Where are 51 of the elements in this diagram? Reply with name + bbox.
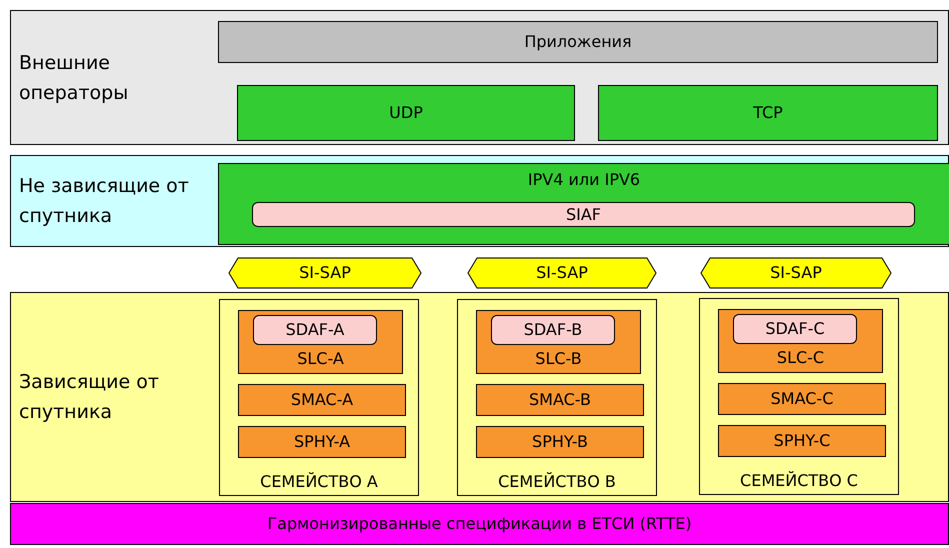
block-label: Гармонизированные спецификации в ЕТСИ (RTTE): [267, 514, 692, 534]
protocol-block: [476, 384, 644, 416]
protocol-block: [476, 310, 641, 374]
block-label: SDAF-A: [286, 320, 344, 340]
family-box: [219, 299, 419, 496]
layer-band: [10, 503, 949, 545]
protocol-block: [237, 85, 575, 141]
family-box: [457, 299, 657, 496]
protocol-block: [238, 426, 406, 458]
block-label: СЕМЕЙСТВО A: [260, 472, 378, 492]
layer-title: Зависящие от спутника: [19, 370, 160, 425]
block-label: SI-SAP: [299, 263, 351, 283]
protocol-block: [733, 314, 857, 344]
block-label: Приложения: [524, 32, 632, 52]
protocol-block: [238, 310, 403, 374]
protocol-block: [218, 21, 938, 63]
layer-band: [10, 10, 949, 145]
protocol-block: [253, 315, 377, 345]
protocol-block: [476, 426, 644, 458]
block-label: SLC-A: [297, 349, 344, 369]
protocol-block: [718, 425, 886, 457]
block-label: SMAC-C: [770, 389, 834, 409]
block-label: IPV4 или IPV6: [528, 170, 640, 190]
protocol-block: [218, 163, 949, 245]
block-label: UDP: [389, 103, 423, 123]
block-label: SPHY-B: [532, 432, 588, 452]
block-label: SMAC-A: [290, 390, 354, 410]
block-label: SPHY-A: [294, 432, 350, 452]
protocol-block: [598, 85, 938, 141]
protocol-block: [491, 315, 615, 345]
block-label: СЕМЕЙСТВО B: [498, 472, 616, 492]
block-label: SLC-B: [535, 349, 582, 369]
layer-title: Внешние операторы: [19, 50, 130, 106]
block-label: SDAF-C: [765, 319, 825, 339]
block-label: SIAF: [566, 204, 602, 224]
block-label: СЕМЕЙСТВО C: [740, 471, 858, 491]
layer-band: [10, 155, 949, 247]
protocol-block: [718, 309, 883, 373]
block-label: SMAC-B: [529, 390, 591, 410]
protocol-block: [252, 202, 915, 227]
layer-band: [10, 292, 949, 502]
block-label: SPHY-C: [774, 431, 830, 451]
family-box: [699, 298, 899, 495]
layer-title: Не зависящие от спутника: [19, 174, 190, 229]
block-label: SI-SAP: [770, 263, 822, 283]
block-label: TCP: [753, 103, 783, 123]
protocol-block: [718, 383, 886, 415]
block-label: SI-SAP: [536, 263, 588, 283]
protocol-block: [238, 384, 406, 416]
block-label: SDAF-B: [524, 320, 582, 340]
block-label: SLC-C: [776, 348, 824, 368]
